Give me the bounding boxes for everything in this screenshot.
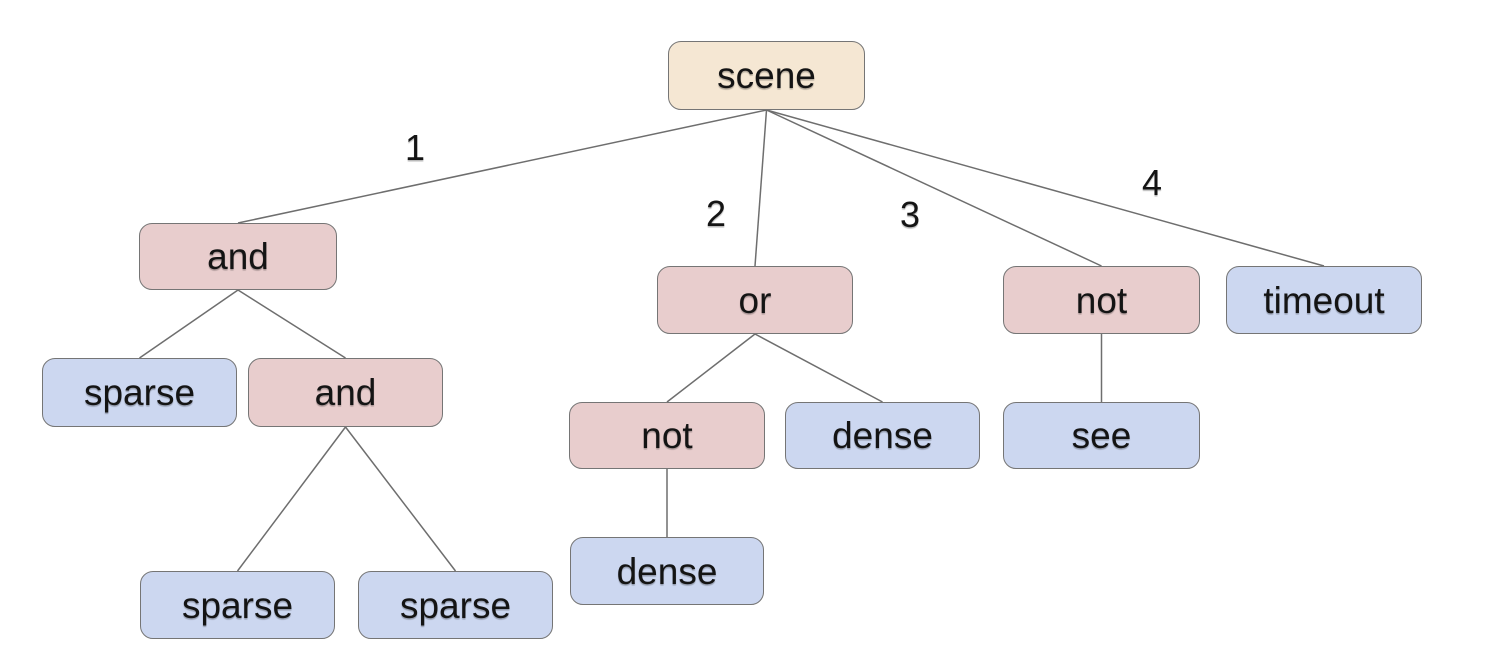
tree-node-and-1: and [139, 223, 337, 290]
edge-or-1-to-not-2 [666, 333, 756, 403]
tree-node-scene: scene [668, 41, 865, 110]
edge-and-2-to-sparse-3 [344, 426, 457, 572]
tree-node-dense-1: dense [785, 402, 980, 469]
edge-and-2-to-sparse-2 [236, 426, 347, 572]
edge-label-2: 2 [705, 193, 727, 234]
edge-and-1-to-sparse-1 [139, 289, 239, 359]
edge-scene-to-timeout-1 [766, 109, 1325, 267]
edge-scene-to-or-1 [754, 109, 768, 267]
tree-node-timeout-1: timeout [1226, 266, 1422, 334]
tree-node-not-1: not [1003, 266, 1200, 334]
tree-node-sparse-1: sparse [42, 358, 237, 427]
edge-and-1-to-and-2 [237, 289, 346, 359]
tree-node-sparse-2: sparse [140, 571, 335, 639]
tree-node-see-1: see [1003, 402, 1200, 469]
edge-label-3: 3 [899, 194, 921, 235]
edge-or-1-to-dense-1 [754, 333, 883, 403]
edge-label-4: 4 [1141, 162, 1163, 203]
tree-node-sparse-3: sparse [358, 571, 553, 639]
edge-label-1: 1 [404, 127, 426, 168]
tree-node-and-2: and [248, 358, 443, 427]
tree-node-or-1: or [657, 266, 853, 334]
tree-node-dense-2: dense [570, 537, 764, 605]
tree-node-not-2: not [569, 402, 765, 469]
edge-scene-to-and-1 [237, 109, 767, 224]
edge-scene-to-not-1 [766, 109, 1102, 267]
